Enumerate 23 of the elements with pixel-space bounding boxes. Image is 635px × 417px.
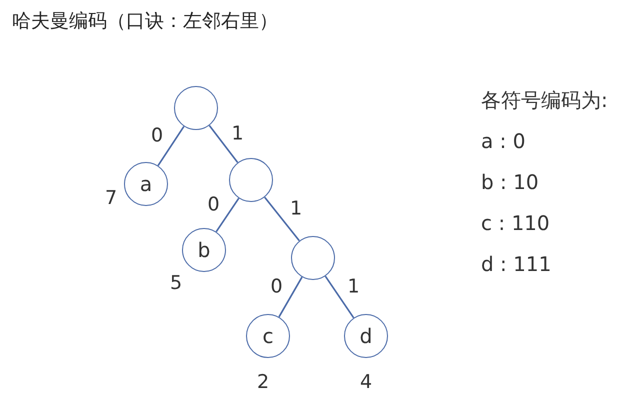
connector-line <box>264 196 300 242</box>
code-entry: a : 0 <box>481 129 526 153</box>
tree-node-circle: d <box>344 314 388 358</box>
code-list-heading: 各符号编码为: <box>481 88 608 112</box>
weight-label: 2 <box>256 371 270 393</box>
connector-line <box>278 276 303 318</box>
empty-node-circle <box>229 158 273 202</box>
tree-node-circle: b <box>182 228 226 272</box>
connector-line <box>324 276 354 318</box>
connector-line <box>216 198 240 232</box>
tree-node-circle: c <box>246 314 290 358</box>
code-entry: b : 10 <box>481 170 540 194</box>
title: 哈夫曼编码（口诀：左邻右里） <box>12 9 278 34</box>
connector-line <box>208 125 238 163</box>
empty-node-circle <box>291 236 335 280</box>
weight-label: 4 <box>360 371 372 393</box>
connector-line <box>157 126 185 166</box>
empty-node-circle <box>174 86 218 130</box>
weight-label: 5 <box>170 272 182 294</box>
code-entry: c : 110 <box>481 211 551 235</box>
weight-label: 7 <box>104 187 118 209</box>
tree-node-circle: a <box>124 162 168 206</box>
code-entry: d : 111 <box>481 252 552 276</box>
